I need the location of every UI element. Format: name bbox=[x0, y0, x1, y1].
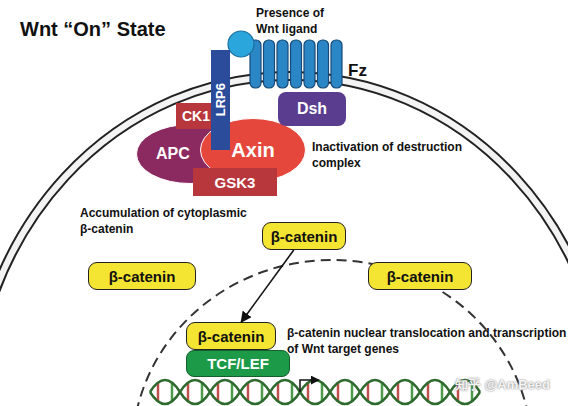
base-pair bbox=[171, 382, 174, 402]
base-pair bbox=[291, 382, 294, 402]
base-pair bbox=[201, 382, 204, 402]
wnt-ligand bbox=[228, 31, 254, 57]
base-pair bbox=[261, 382, 264, 402]
annotation-label: β-catenin nuclear translocation and tran… bbox=[287, 326, 567, 357]
protein-box: GSK3 bbox=[193, 168, 277, 196]
receptor-helix bbox=[291, 40, 302, 88]
translocation-arrow bbox=[241, 250, 294, 322]
protein-box: β-catenin bbox=[186, 322, 276, 350]
node-text: β-catenin bbox=[198, 328, 265, 345]
protein-box: CK1 bbox=[176, 103, 216, 129]
protein-box: LRP6 bbox=[211, 50, 230, 150]
node-text: TCF/LEF bbox=[207, 355, 269, 372]
protein-box: β-catenin bbox=[262, 222, 346, 250]
base-pair bbox=[397, 382, 400, 402]
node-text: Dsh bbox=[297, 100, 327, 118]
receptor-helix bbox=[331, 40, 342, 88]
annotation-label: Presence of Wnt ligand bbox=[256, 6, 348, 37]
cell-membrane-outer bbox=[0, 72, 568, 406]
base-pair bbox=[187, 382, 190, 402]
receptor-helix bbox=[277, 40, 288, 88]
node-text: Axin bbox=[231, 139, 274, 162]
base-pair bbox=[217, 382, 220, 402]
watermark: 知乎 @AmBeed bbox=[455, 377, 550, 394]
node-text: β-catenin bbox=[387, 268, 454, 285]
node-text: CK1 bbox=[182, 108, 210, 124]
protein-box: β-catenin bbox=[88, 262, 196, 290]
base-pair bbox=[351, 382, 354, 402]
base-pair bbox=[411, 382, 414, 402]
cell-membrane-inner bbox=[0, 80, 568, 406]
protein-box: TCF/LEF bbox=[186, 350, 290, 377]
annotation-label: Accumulation of cytoplasmic β-catenin bbox=[80, 206, 260, 237]
base-pair bbox=[427, 382, 430, 402]
diagram-title: Wnt “On” State bbox=[20, 18, 166, 41]
dna-strand bbox=[150, 380, 480, 404]
node-text: β-catenin bbox=[271, 228, 338, 245]
dna-strand bbox=[150, 380, 480, 404]
node-text: β-catenin bbox=[109, 268, 176, 285]
dna-helix bbox=[150, 380, 480, 404]
base-pair bbox=[247, 382, 250, 402]
receptor-helix bbox=[304, 40, 315, 88]
receptor-helix bbox=[318, 40, 329, 88]
annotation-label: Fz bbox=[348, 60, 367, 82]
node-text: LRP6 bbox=[213, 83, 228, 116]
base-pair bbox=[381, 382, 384, 402]
node-text: APC bbox=[156, 145, 190, 163]
base-pair bbox=[441, 382, 444, 402]
protein-box: Dsh bbox=[278, 92, 346, 126]
base-pair bbox=[307, 382, 310, 402]
base-pair bbox=[231, 382, 234, 402]
base-pair bbox=[321, 382, 324, 402]
transcription-start-arrow bbox=[300, 380, 318, 392]
protein-box: β-catenin bbox=[368, 262, 472, 290]
base-pair bbox=[277, 382, 280, 402]
base-pair bbox=[367, 382, 370, 402]
receptor-helix bbox=[264, 40, 275, 88]
node-text: GSK3 bbox=[215, 174, 256, 191]
base-pair bbox=[337, 382, 340, 402]
frizzled-receptor bbox=[250, 40, 342, 88]
base-pair bbox=[157, 382, 160, 402]
annotation-label: Inactivation of destruction complex bbox=[312, 140, 462, 171]
